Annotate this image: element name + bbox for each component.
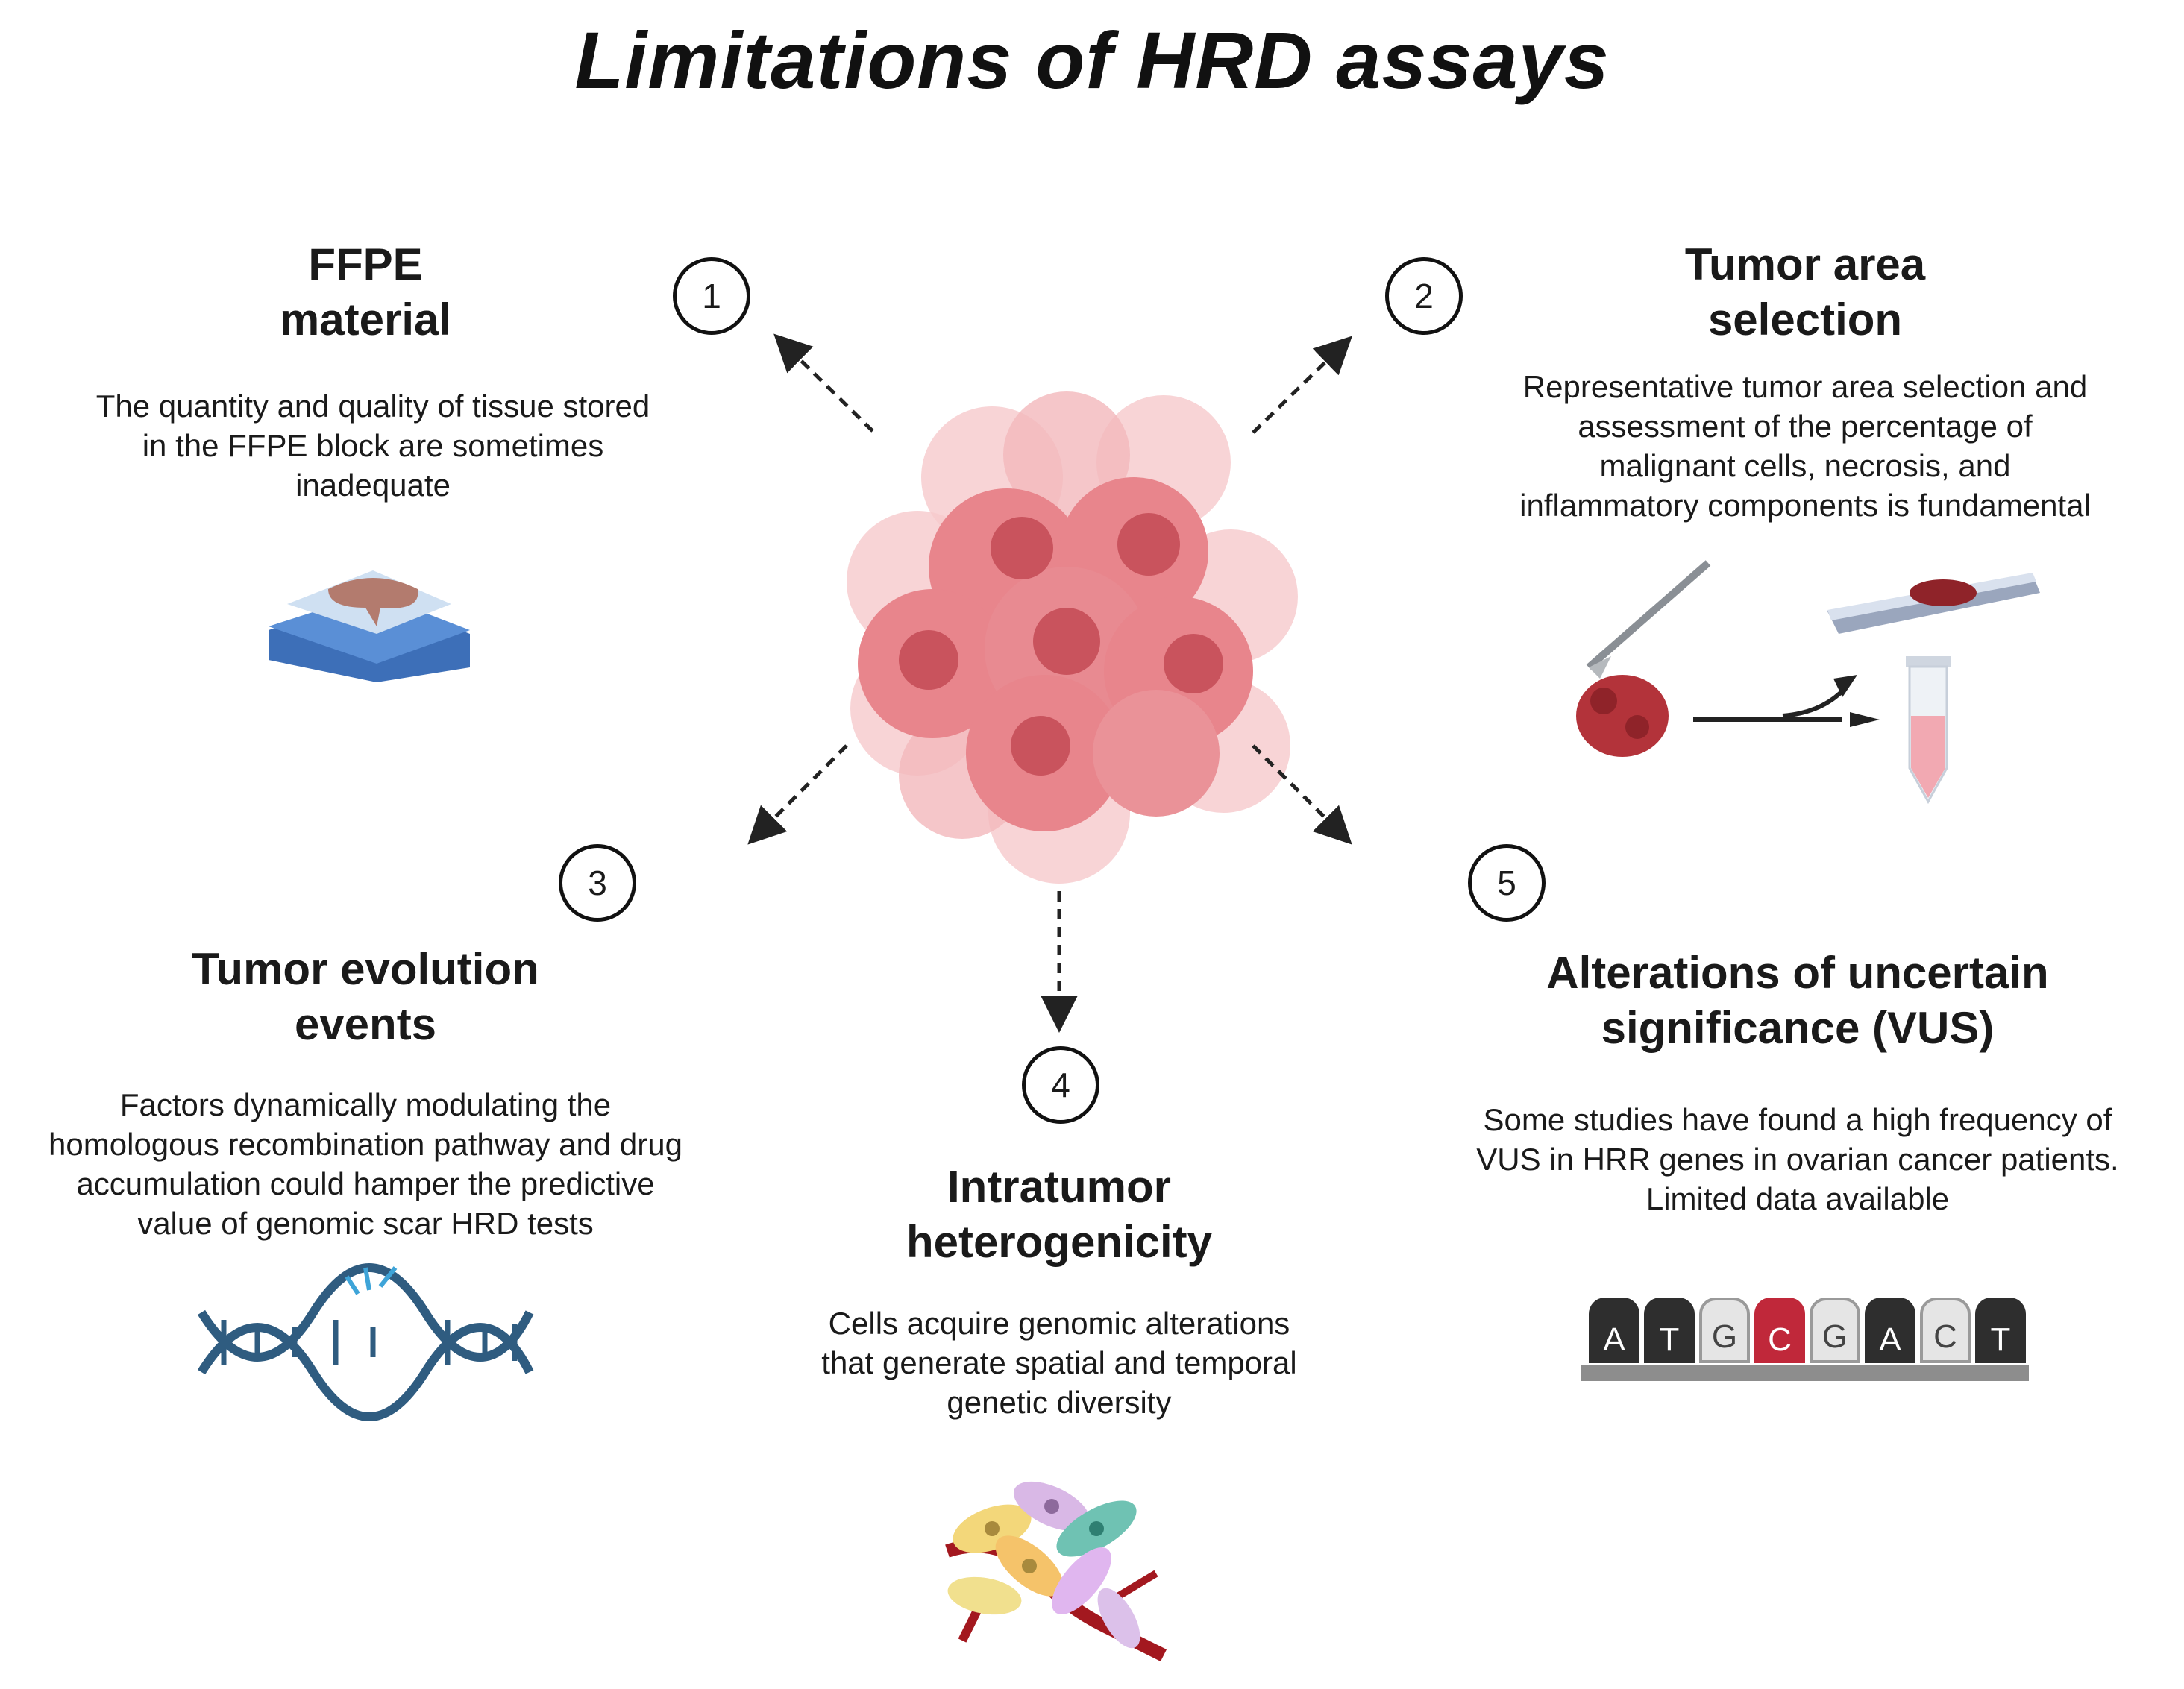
sequence-letter: T xyxy=(1644,1298,1695,1363)
description-tumor-area: Representative tumor area selection and … xyxy=(1519,369,2091,523)
step-number-5: 5 xyxy=(1468,844,1546,922)
description-ffpe: The quantity and quality of tissue store… xyxy=(95,389,650,503)
sequence-letter: G xyxy=(1810,1298,1860,1363)
arrow-to-5 xyxy=(1252,744,1352,845)
heterogeneous-cells-icon xyxy=(945,1481,1167,1662)
sequence-letter: C xyxy=(1920,1298,1971,1363)
tumor-cluster-icon xyxy=(847,391,1298,884)
arrow-to-2 xyxy=(1252,336,1352,434)
description-tumor-evolution: Factors dynamically modulating the homol… xyxy=(48,1087,682,1241)
sequence-letter: G xyxy=(1699,1298,1750,1363)
step-number-3: 3 xyxy=(559,844,636,922)
heading-intratumor: Intratumor heterogenicity xyxy=(906,1162,1213,1267)
step-number-1: 1 xyxy=(673,257,750,335)
page-title: Limitations of HRD assays xyxy=(574,15,1610,105)
sequence-letter: A xyxy=(1589,1298,1639,1363)
sequence-letter: C xyxy=(1754,1298,1805,1363)
tumor-sampling-icon xyxy=(1576,560,2040,805)
dna-helix-icon xyxy=(197,1263,534,1421)
heading-ffpe: FFPE material xyxy=(279,239,452,345)
description-vus: Some studies have found a high frequency… xyxy=(1476,1102,2119,1216)
description-intratumor: Cells acquire genomic alterations that g… xyxy=(821,1306,1297,1420)
heading-tumor-evolution: Tumor evolution events xyxy=(192,944,539,1049)
arrow-to-1 xyxy=(774,333,874,433)
step-number-2: 2 xyxy=(1385,257,1463,335)
heading-vus: Alterations of uncertain significance (V… xyxy=(1546,948,2049,1053)
sequence-baseline xyxy=(1581,1365,2029,1381)
arrow-to-3 xyxy=(747,744,848,845)
sequence-letter: A xyxy=(1865,1298,1915,1363)
heading-tumor-area: Tumor area selection xyxy=(1684,239,1926,345)
step-number-4: 4 xyxy=(1022,1046,1099,1124)
ffpe-block-icon xyxy=(269,570,470,682)
sequence-letter: T xyxy=(1975,1298,2026,1363)
